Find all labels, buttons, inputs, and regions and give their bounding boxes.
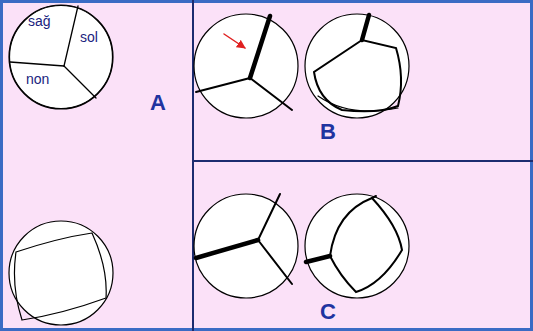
commissure-line: [64, 66, 96, 98]
valve-circle: [305, 194, 409, 298]
fused-commissure: [306, 256, 330, 262]
commissure-line: [258, 194, 280, 240]
commissure-line: [258, 240, 292, 284]
cusp-label: sağ: [28, 14, 51, 29]
valve-circle: [9, 5, 113, 109]
cusp-label: non: [26, 72, 49, 87]
panel-divider: [193, 160, 533, 162]
valve-opening: [318, 96, 398, 111]
commissure-line: [250, 78, 292, 110]
commissure-line: [10, 62, 64, 66]
valve-circle: [10, 6, 113, 109]
valve-opening: [14, 233, 106, 320]
valve-circle: [9, 221, 113, 325]
valve-circle: [194, 194, 298, 298]
valve-circle: [194, 14, 298, 118]
commissure-line: [196, 78, 250, 92]
valve-node: sağ sol non: [9, 5, 113, 109]
node-outline: [9, 5, 113, 109]
valve-opening: [372, 196, 376, 198]
panel-letter: B: [320, 121, 336, 143]
fused-commissure: [362, 15, 369, 40]
pointer-arrow: [224, 34, 245, 48]
valve-opening: [330, 198, 402, 292]
valve-circle: [305, 14, 409, 118]
panel-letter: C: [320, 301, 336, 323]
fused-commissure: [250, 16, 270, 78]
valve-opening: [314, 40, 401, 111]
panel-letter: A: [150, 92, 166, 114]
fused-commissure: [196, 240, 258, 258]
commissure-line: [64, 6, 78, 66]
cusp-label: sol: [80, 30, 98, 45]
panel-divider: [192, 0, 194, 331]
